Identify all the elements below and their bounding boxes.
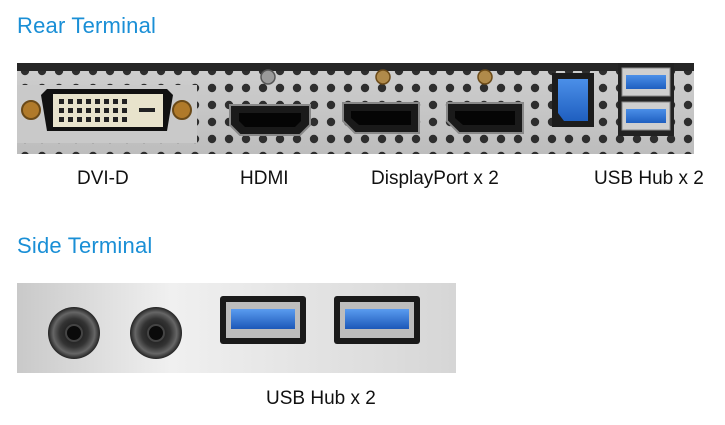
side-terminal-photo — [17, 283, 456, 373]
dvi-d-label: DVI-D — [77, 168, 129, 189]
hdmi-port-icon — [229, 69, 311, 136]
rear-terminal-photo — [17, 63, 694, 154]
hdmi-label: HDMI — [240, 168, 289, 189]
usb-upstream-port-icon — [552, 73, 594, 127]
usb-port-icon — [618, 63, 674, 136]
side-terminal-title: Side Terminal — [17, 233, 153, 258]
dvi-d-port-icon — [17, 85, 197, 143]
usb-port-icon — [220, 296, 306, 344]
audio-jack-icon — [48, 307, 100, 359]
rear-terminal-title: Rear Terminal — [17, 13, 157, 38]
usb-port-icon — [334, 296, 420, 344]
rear-usb-hub-label: USB Hub x 2 — [594, 168, 704, 189]
side-usb-hub-label: USB Hub x 2 — [266, 388, 376, 409]
displayport-icon — [342, 69, 420, 134]
audio-jack-icon — [130, 307, 182, 359]
displayport-label: DisplayPort x 2 — [371, 168, 499, 189]
displayport-icon — [446, 69, 524, 134]
